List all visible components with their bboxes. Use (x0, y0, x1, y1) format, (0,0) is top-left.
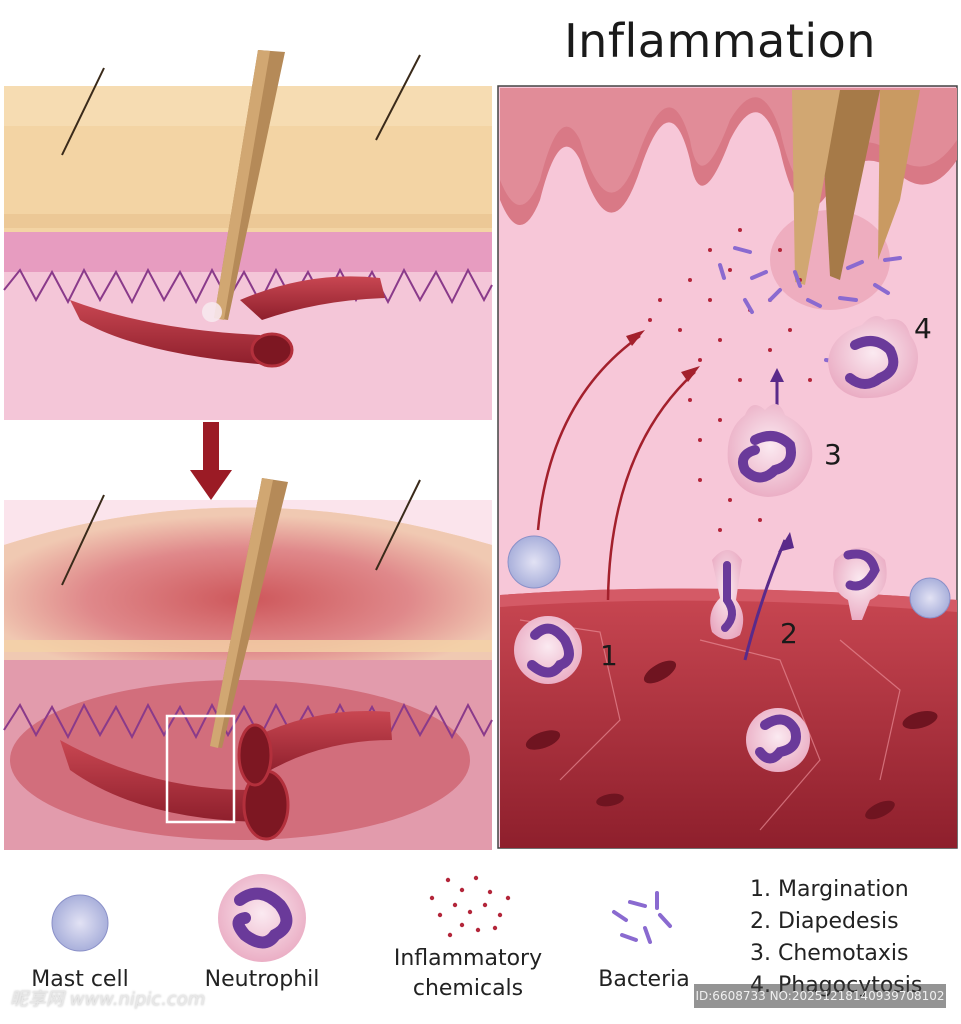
bacteria-icon (612, 891, 672, 944)
mast-cell-icon (51, 894, 109, 952)
inflammatory-chemicals-icon (429, 875, 511, 938)
down-arrow-icon (190, 422, 232, 500)
legend-mast-cell: Mast cell (31, 967, 129, 992)
neutrophil-phagocytosis (828, 316, 919, 399)
page-title: Inflammation (564, 14, 876, 68)
watermark-left: 昵享网 www.nipic.com (10, 989, 206, 1010)
step-item: 2. Diapedesis (750, 909, 899, 934)
neutrophil-margination (514, 616, 582, 684)
step-number-1: 1 (600, 639, 618, 672)
step-item: 3. Chemotaxis (750, 941, 909, 966)
neutrophil-icon (218, 874, 306, 962)
steps-list: 1. Margination 2. Diapedesis 3. Chemotax… (750, 874, 922, 1002)
watermark-right: ID:6608733 NO:20251218140939708102 (694, 984, 946, 1008)
step-number-2: 2 (780, 617, 798, 650)
bacteria (718, 246, 902, 364)
legend-bacteria: Bacteria (598, 967, 690, 992)
legend-inflammatory-line1: Inflammatory (393, 946, 543, 971)
panel-before-injury (3, 50, 493, 420)
step-number-4: 4 (914, 312, 932, 345)
legend-inflammatory-line2: chemicals (412, 976, 524, 1001)
legend-icons (51, 874, 672, 962)
legend-inflammatory-chemicals: Inflammatory chemicals (380, 944, 556, 1004)
legend-neutrophil: Neutrophil (204, 967, 320, 992)
zoom-box (165, 714, 236, 824)
step-item: 1. Margination (750, 877, 909, 902)
neutrophil-chemotaxis (727, 404, 813, 497)
panel-after-injury (3, 478, 493, 850)
step-number-3: 3 (824, 438, 842, 471)
panel-zoom-detail: 1 2 3 4 (497, 85, 958, 849)
